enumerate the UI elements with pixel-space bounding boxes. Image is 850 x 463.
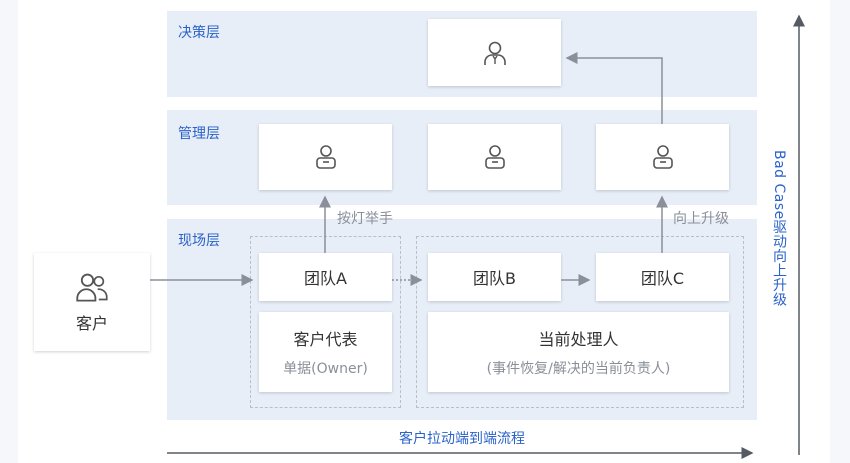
team-a-label: 团队A xyxy=(304,269,347,288)
management-layer-label: 管理层 xyxy=(178,126,220,142)
current-handler-card: 当前处理人 (事件恢复/解决的当前负责人) xyxy=(428,312,729,392)
manager-a-card xyxy=(259,124,392,190)
team-b-label: 团队B xyxy=(473,269,516,288)
vertical-axis-label: Bad Case驱动向上升级 xyxy=(771,150,787,307)
manager-icon xyxy=(652,145,673,169)
field-layer-label: 现场层 xyxy=(178,233,220,249)
customer-card: 客户 xyxy=(34,253,150,351)
raise-hand-note: 按灯举手 xyxy=(337,211,393,227)
customer-label: 客户 xyxy=(75,314,108,333)
customers-icon xyxy=(76,273,108,302)
manager-c-card xyxy=(596,124,729,190)
escalate-note: 向上升级 xyxy=(673,211,729,227)
team-b-card: 团队B xyxy=(428,253,561,301)
customer-rep-subtitle: 单据(Owner) xyxy=(283,361,368,377)
customer-rep-title: 客户代表 xyxy=(293,330,358,349)
team-a-card: 团队A xyxy=(259,253,392,301)
decision-layer-label: 决策层 xyxy=(178,25,220,41)
team-c-card: 团队C xyxy=(596,253,729,301)
team-c-label: 团队C xyxy=(640,269,685,288)
manager-icon xyxy=(315,145,336,169)
manager-b-card xyxy=(428,124,561,190)
manager-icon xyxy=(484,145,505,169)
horizontal-axis-label: 客户拉动端到端流程 xyxy=(399,431,525,447)
manager-to-decision-arrow xyxy=(565,52,663,124)
current-handler-subtitle: (事件恢复/解决的当前负责人) xyxy=(486,361,671,377)
current-handler-title: 当前处理人 xyxy=(538,330,619,349)
decision-maker-card xyxy=(428,19,561,86)
team-bc-group xyxy=(416,236,744,408)
executive-icon xyxy=(483,41,506,65)
customer-rep-card: 客户代表 单据(Owner) xyxy=(259,312,392,392)
